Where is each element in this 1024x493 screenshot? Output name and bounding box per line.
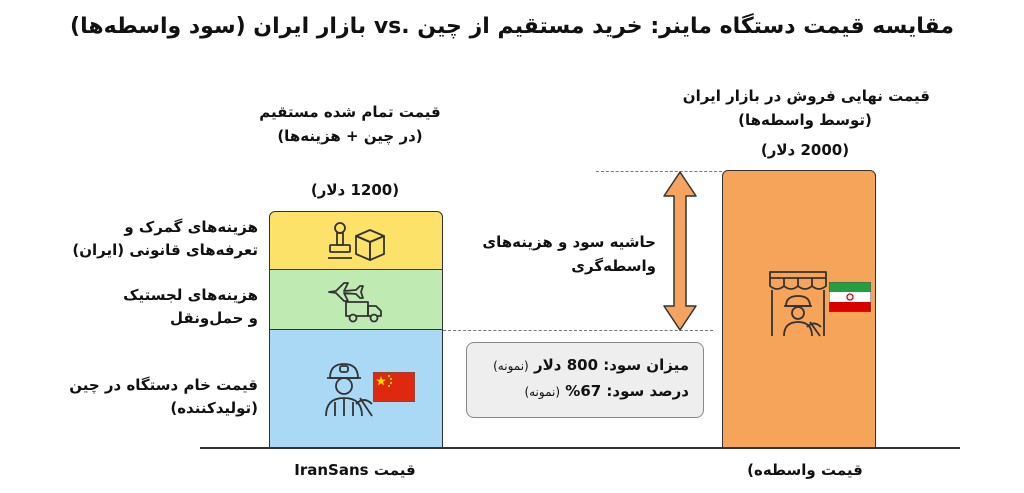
left-footer-label: قیمت IranSans [294, 461, 416, 479]
top-dashed-line [596, 171, 722, 172]
iran-flag-icon [829, 282, 871, 312]
right-header-line1: قیمت نهایی فروش در بازار ایران [682, 87, 930, 105]
miner-worker-icon [325, 363, 373, 417]
right-footer-label: قیمت واسطه‌ه) [747, 461, 863, 479]
left-price: (1200 دلار) [310, 181, 400, 199]
profit-percent-note: (نمونه) [524, 384, 561, 399]
profit-amount-line: میزان سود: 800 دلار (نمونه) [481, 353, 689, 379]
profit-percent: درصد سود: 67% [565, 381, 689, 400]
left-header-line1: قیمت تمام شده مستقیم [259, 103, 441, 121]
customs-label-line2: تعرفه‌های قانونی (ایران) [72, 241, 258, 259]
page-title: مقایسه قیمت دستگاه ماینر: خرید مستقیم از… [70, 14, 954, 39]
baseline [200, 447, 960, 449]
plane-truck-icon [328, 282, 382, 323]
profit-percent-line: درصد سود: 67% (نمونه) [481, 379, 689, 405]
margin-double-arrow-icon [663, 171, 697, 331]
profit-amount: میزان سود: 800 دلار [533, 356, 689, 374]
china-flag-icon [373, 372, 415, 402]
right-header-line2: (توسط واسطه‌ها) [738, 111, 872, 129]
logistics-label-line1: هزینه‌های لجستیک [123, 286, 258, 304]
profit-amount-note: (نمونه) [493, 359, 529, 373]
right-price: (2000 دلار) [760, 141, 850, 159]
customs-label-line1: هزینه‌های گمرک و [124, 218, 258, 236]
margin-label-line1: حاشیه سود و هزینه‌های [482, 233, 656, 251]
profit-info-box: میزان سود: 800 دلار (نمونه) درصد سود: 67… [466, 342, 704, 418]
left-header-line2: (در چین + هزینه‌ها) [277, 127, 423, 145]
shop-miner-icon [769, 271, 827, 337]
bottom-dashed-line [443, 330, 713, 331]
raw-price-label-line1: قیمت خام دستگاه در چین [69, 376, 258, 394]
logistics-label-line2: و حمل‌ونقل [170, 309, 258, 327]
raw-price-label-line2: (تولیدکننده) [170, 399, 258, 417]
margin-label-line2: واسطه‌گری [571, 257, 656, 275]
customs-stamp-box-icon [328, 222, 385, 261]
